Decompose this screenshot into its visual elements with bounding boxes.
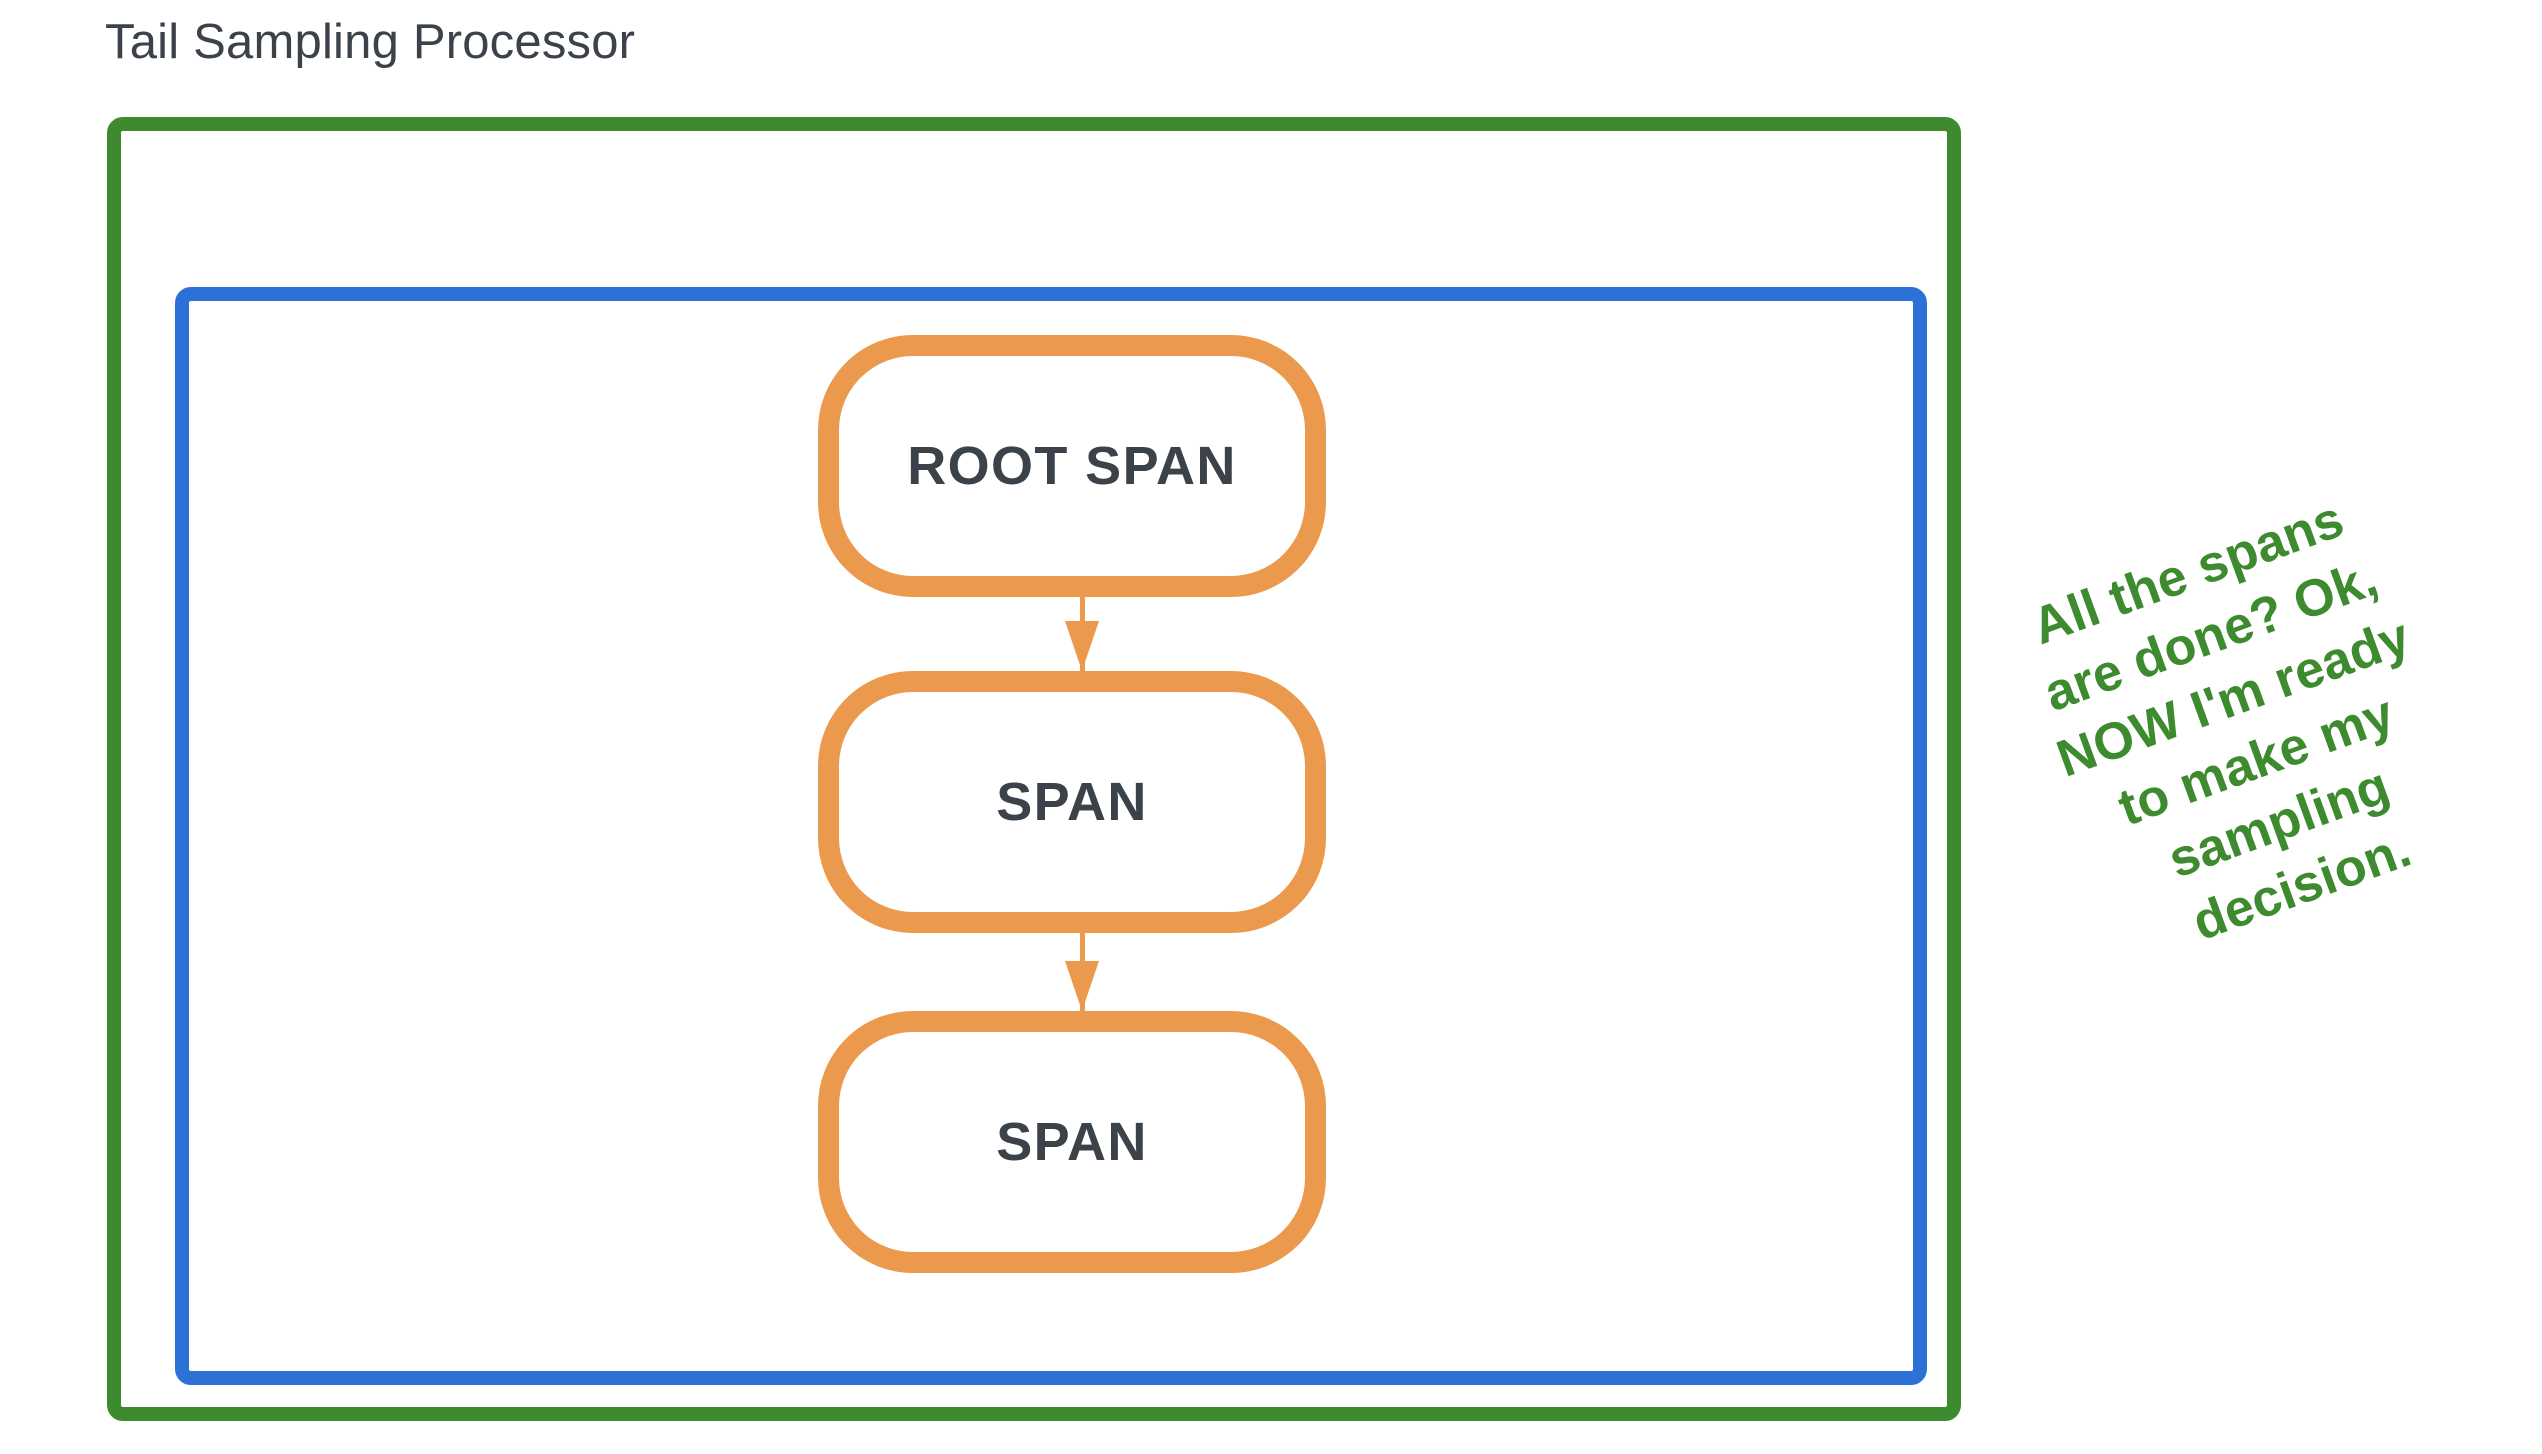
span-node-label: ROOT SPAN — [907, 436, 1237, 496]
span-flow: ROOT SPAN SPAN SPAN — [189, 301, 1941, 1399]
span-node-label: SPAN — [996, 1112, 1148, 1172]
arrowhead-down-icon — [1065, 961, 1099, 1011]
connector-arrow-span-to-span — [1065, 933, 1099, 1011]
span-node-child-1[interactable]: SPAN — [818, 671, 1326, 933]
trace-container: ROOT SPAN SPAN SPAN — [175, 287, 1927, 1385]
sampling-decision-annotation: All the spans are done? Ok, NOW I'm read… — [1956, 462, 2534, 998]
page-title: Tail Sampling Processor — [105, 15, 636, 69]
arrowhead-down-icon — [1065, 621, 1099, 671]
connector-arrow-root-to-span — [1065, 597, 1099, 671]
span-node-child-2[interactable]: SPAN — [818, 1011, 1326, 1273]
tail-sampling-processor-container: TRACE ROOT SPAN SPAN SPAN — [107, 117, 1961, 1421]
span-node-label: SPAN — [996, 772, 1148, 832]
span-node-root[interactable]: ROOT SPAN — [818, 335, 1326, 597]
